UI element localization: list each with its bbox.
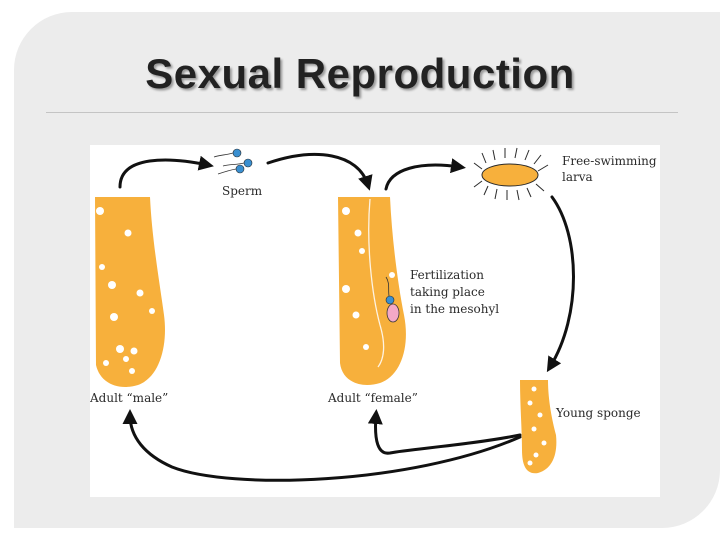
arrow-young-sponge-to-male — [122, 409, 522, 482]
fertilization-label-line2: taking place — [410, 285, 485, 299]
young-sponge — [520, 380, 557, 474]
fertilization-label-line1: Fertilization — [410, 268, 484, 282]
male-sponge-pores — [96, 207, 155, 374]
diagram-canvas: Sperm Free-swimming larva Fertilization … — [90, 147, 657, 482]
sperm-label: Sperm — [222, 184, 263, 198]
arrow-male-to-sperm — [118, 155, 214, 189]
female-sponge-pores — [342, 207, 395, 350]
arrow-larva-to-young-sponge — [546, 195, 575, 373]
life-cycle-arrows — [118, 152, 575, 482]
fertilizing-sperm — [385, 295, 395, 305]
slide-title: Sexual Reproduction — [145, 50, 575, 97]
arrow-sperm-to-female — [266, 152, 373, 191]
arrow-female-to-larva — [384, 158, 466, 191]
young-sponge-pores — [527, 386, 547, 466]
larva-label-line2: larva — [562, 170, 593, 184]
fertilization-label-line3: in the mesohyl — [410, 302, 499, 316]
free-swimming-larva — [473, 147, 549, 201]
larva-cilia — [473, 147, 549, 201]
adult-female-label: Adult “female” — [327, 391, 418, 405]
arrow-young-sponge-to-female — [367, 409, 522, 455]
larva-label-line1: Free-swimming — [562, 154, 657, 168]
young-sponge-label: Young sponge — [555, 406, 641, 420]
adult-male-label: Adult “male” — [90, 391, 168, 405]
sponge-life-cycle-diagram: Sperm Free-swimming larva Fertilization … — [90, 145, 660, 497]
title-divider — [46, 112, 678, 113]
sperm-cells — [213, 148, 253, 175]
adult-female-sponge — [338, 197, 406, 385]
egg-cell — [386, 303, 400, 323]
adult-male-sponge — [95, 197, 165, 387]
